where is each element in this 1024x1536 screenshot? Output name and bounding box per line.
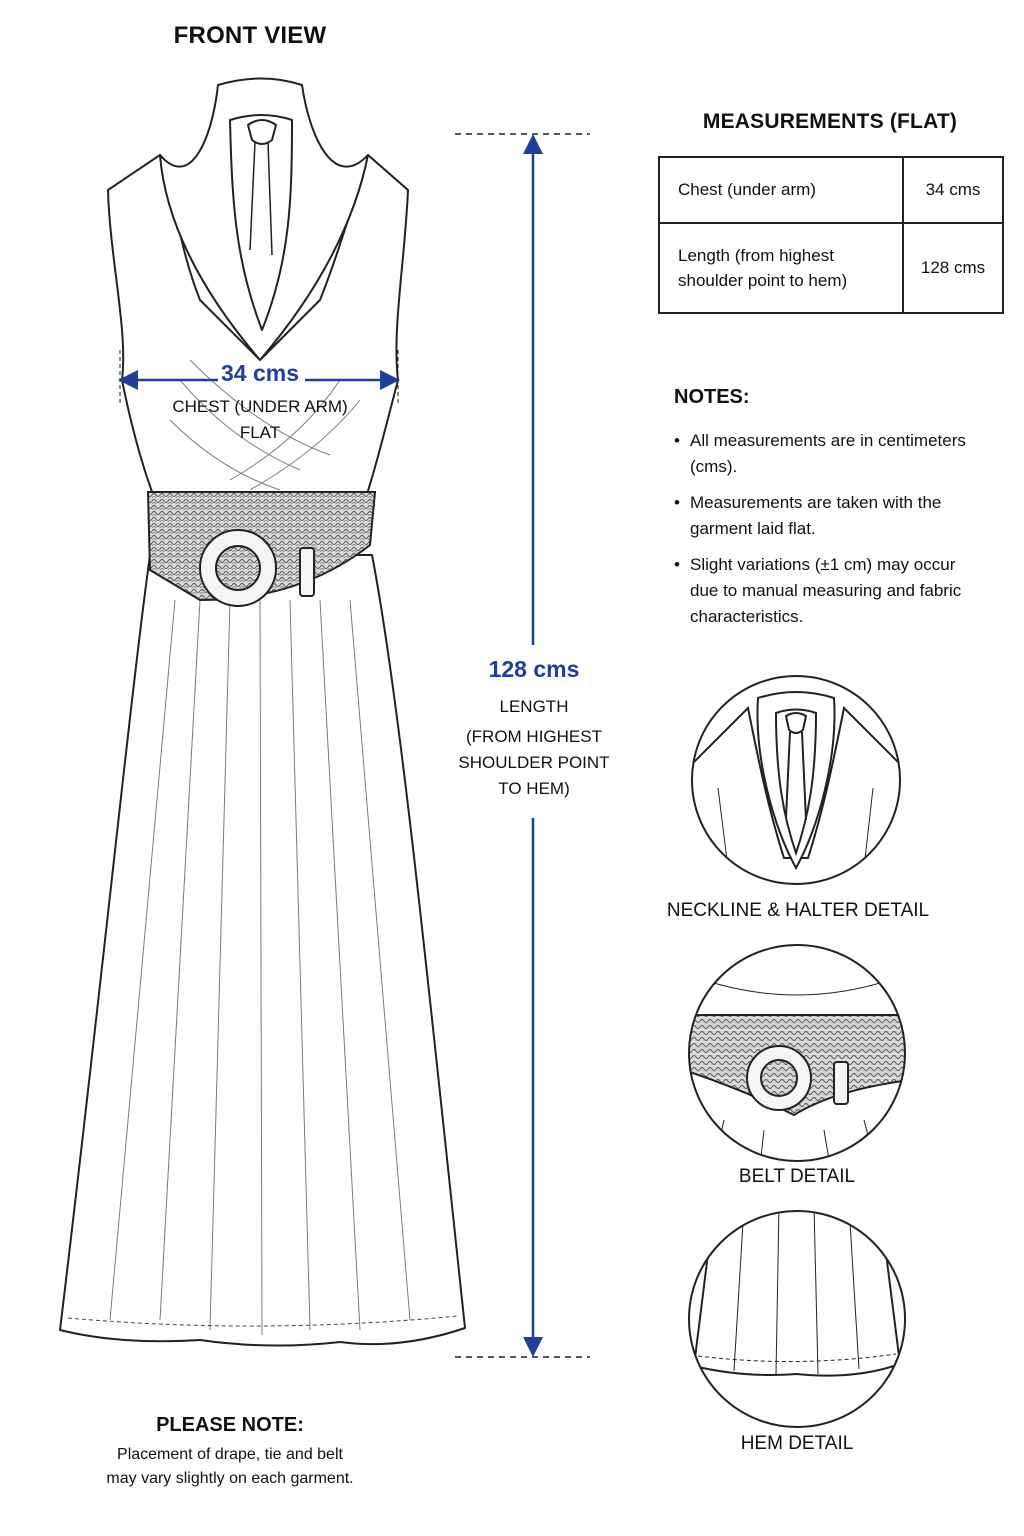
chest-flat-label: FLAT bbox=[239, 423, 281, 442]
length-label-line2: (FROM HIGHEST bbox=[466, 727, 602, 746]
chest-value: 34 cms bbox=[220, 360, 299, 386]
table-cell-value: 128 cms bbox=[902, 222, 1004, 314]
dress-belt bbox=[146, 491, 377, 607]
chest-dimension-line bbox=[118, 350, 400, 405]
length-dimension-line bbox=[455, 133, 590, 1358]
table-cell-label: Chest (under arm) bbox=[658, 156, 904, 224]
hem-detail-illustration bbox=[688, 1210, 906, 1428]
neckline-detail-illustration bbox=[691, 675, 901, 885]
table-cell-label: Length (from highest shoulder point to h… bbox=[658, 222, 904, 314]
length-value: 128 cms bbox=[488, 656, 580, 682]
dress-hem-stitch bbox=[67, 1315, 459, 1327]
dress-skirt bbox=[59, 554, 466, 1347]
length-label-line3: SHOULDER POINT bbox=[458, 753, 610, 772]
list-item: Measurements are taken with the garment … bbox=[674, 490, 974, 542]
please-note-title: PLEASE NOTE: bbox=[156, 1414, 304, 1436]
dress-neckline bbox=[229, 114, 293, 331]
please-note-line2: may vary slightly on each garment. bbox=[106, 1470, 354, 1487]
please-note-line1: Placement of drape, tie and belt bbox=[117, 1446, 343, 1463]
dress-tie-knot bbox=[247, 119, 277, 145]
notes-list: All measurements are in centimeters (cms… bbox=[674, 428, 974, 640]
belt-detail-caption: BELT DETAIL bbox=[738, 1166, 856, 1187]
length-label-line4: TO HEM) bbox=[498, 779, 570, 798]
table-row: Length (from highest shoulder point to h… bbox=[658, 222, 1004, 314]
table-row: Chest (under arm) 34 cms bbox=[658, 156, 1004, 224]
table-cell-value: 34 cms bbox=[902, 156, 1004, 224]
list-item: All measurements are in centimeters (cms… bbox=[674, 428, 974, 480]
length-label: LENGTH bbox=[499, 697, 569, 716]
dress-drape-folds bbox=[109, 359, 411, 1336]
hem-detail-caption: HEM DETAIL bbox=[740, 1433, 854, 1454]
measurements-title: MEASUREMENTS (FLAT) bbox=[702, 110, 958, 133]
neckline-detail-caption: NECKLINE & HALTER DETAIL bbox=[666, 900, 930, 921]
list-item: Slight variations (±1 cm) may occur due … bbox=[674, 552, 974, 630]
belt-detail-illustration bbox=[688, 944, 906, 1162]
notes-title: NOTES: bbox=[674, 386, 750, 408]
front-view-title: FRONT VIEW bbox=[173, 22, 327, 49]
chest-label: CHEST (UNDER ARM) bbox=[172, 397, 348, 416]
dress-body bbox=[59, 77, 466, 1347]
measurements-table: Chest (under arm) 34 cms Length (from hi… bbox=[658, 156, 1004, 314]
